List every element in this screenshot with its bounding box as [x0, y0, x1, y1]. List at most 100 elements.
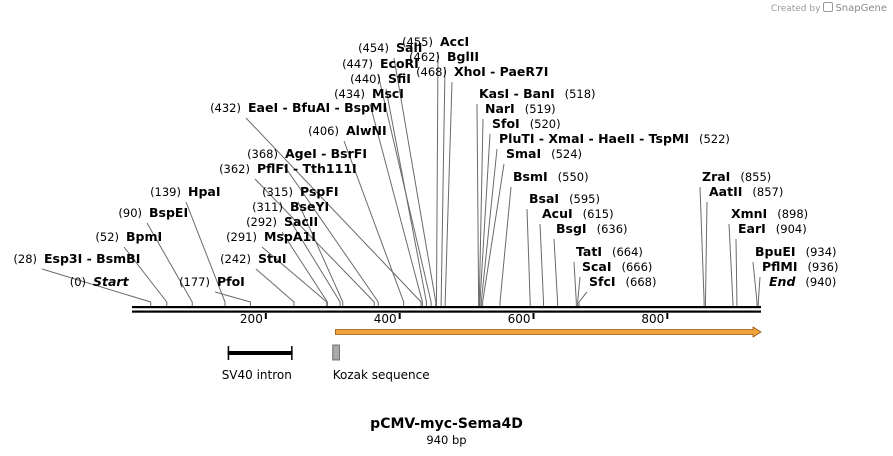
site-position-kasi-bani: (518)	[565, 87, 596, 101]
site-position-sfoi: (520)	[530, 117, 561, 131]
site-position-bspei: (90)	[118, 206, 142, 220]
site-position-bsai: (595)	[569, 192, 600, 206]
site-names-pspfi: PspFI	[300, 184, 339, 199]
site-name-alwni: AlwNI	[346, 123, 387, 138]
leader-pluti-xmai-haeii-tspmi	[480, 148, 498, 306]
map-subtitle: 940 bp	[426, 433, 467, 447]
site-position-mspa1i: (291)	[226, 230, 257, 244]
leader-eaei-bfuai-bspmi	[245, 117, 422, 306]
site-names-pfoi: PfoI	[217, 274, 245, 289]
site-position-aatii: (857)	[752, 185, 783, 199]
site-label-start: (0)	[70, 275, 86, 289]
site-names-acci: AccI	[440, 34, 469, 49]
site-label-bpuei: BpuEI(934)	[755, 244, 837, 259]
site-position-start: (0)	[70, 275, 86, 289]
site-label-mspa1i: (291)	[226, 230, 257, 244]
site-position-ecori: (447)	[342, 57, 373, 71]
site-label-stui: (242)	[220, 252, 251, 266]
site-name-bspmi: - BspMI	[330, 100, 387, 115]
leader-stui	[255, 268, 295, 306]
site-position-bglii: (462)	[409, 50, 440, 64]
site-label-bseyi: (311)	[252, 200, 283, 214]
leader-smai	[482, 163, 505, 306]
site-label-aatii: AatII(857)	[709, 184, 783, 199]
site-name-msci: MscI	[372, 86, 404, 101]
site-name-bglii: BglII	[447, 49, 479, 64]
site-label-xhoi-paer7i: (468)	[416, 65, 447, 79]
feature-sv40-intron-right-cap	[291, 346, 293, 360]
backbone-strand-top	[132, 306, 761, 309]
site-position-hpai: (139)	[150, 185, 181, 199]
site-position-stui: (242)	[220, 252, 251, 266]
leader-xmni	[728, 223, 734, 306]
site-name-bsrfi: - BsrFI	[317, 146, 367, 161]
site-label-pspfi: (315)	[262, 185, 293, 199]
ruler-label-200: 200	[240, 312, 263, 326]
site-position-pflfi-tth111i: (362)	[219, 162, 250, 176]
site-name-bsgi: BsgI	[556, 221, 587, 236]
backbone-strand-bottom	[132, 310, 761, 313]
site-position-pfoi: (177)	[179, 275, 210, 289]
ruler-label-400: 400	[374, 312, 397, 326]
leader-eari	[735, 238, 738, 306]
site-names-msci: MscI	[372, 86, 404, 101]
leader-hpai	[185, 201, 226, 306]
site-label-end: End(940)	[769, 274, 836, 289]
leader-bseyi	[287, 216, 341, 306]
leader-pfoi	[214, 291, 251, 306]
site-name-tspmi: - TspMI	[635, 131, 689, 146]
site-name-xmai: - XmaI	[535, 131, 585, 146]
site-names-sacii: SacII	[284, 214, 318, 229]
site-names-esp3i-bsmbi: Esp3I - BsmBI	[44, 251, 140, 266]
site-position-eaei-bfuai-bspmi: (432)	[210, 101, 241, 115]
feature-label-sv40-intron: SV40 intron	[222, 368, 292, 382]
site-names-alwni: AlwNI	[346, 123, 387, 138]
site-name-smai: SmaI	[506, 146, 541, 161]
site-position-pspfi: (315)	[262, 185, 293, 199]
leader-kasi-bani	[476, 103, 480, 306]
credit-prefix: Created by	[770, 4, 821, 14]
site-label-zrai: ZraI(855)	[702, 169, 771, 184]
site-name-xmni: XmnI	[731, 206, 767, 221]
leader-agei-bsrfi	[282, 163, 379, 306]
site-names-mspa1i: MspA1I	[264, 229, 316, 244]
site-label-ecori: (447)	[342, 57, 373, 71]
site-label-acui: AcuI(615)	[542, 206, 614, 221]
site-label-pflmi: PflMI(936)	[762, 259, 838, 274]
site-name-bpmi: BpmI	[126, 229, 162, 244]
leader-alwni	[343, 140, 405, 306]
site-label-eaei-bfuai-bspmi: (432)	[210, 101, 241, 115]
site-name-zrai: ZraI	[702, 169, 730, 184]
site-position-scai: (666)	[622, 260, 653, 274]
leader-pflmi	[757, 276, 761, 306]
leader-sacii	[281, 231, 328, 306]
leader-zrai	[699, 186, 705, 306]
site-label-bsgi: BsgI (636)	[556, 221, 628, 236]
site-position-agei-bsrfi: (368)	[247, 147, 278, 161]
leader-bpmi	[123, 246, 168, 306]
site-name-bsmbi: - BsmBI	[82, 251, 140, 266]
ruler-label-600: 600	[508, 312, 531, 326]
site-name-start: Start	[93, 274, 130, 289]
site-name-hpai: HpaI	[188, 184, 221, 199]
site-label-esp3i-bsmbi: (28)	[13, 252, 37, 266]
site-names-sali: SalI	[396, 40, 422, 55]
leader-pspfi	[297, 201, 344, 306]
site-names-agei-bsrfi: AgeI - BsrFI	[285, 146, 367, 161]
leader-esp3i-bsmbi	[41, 268, 152, 306]
site-position-xhoi-paer7i: (468)	[416, 65, 447, 79]
site-name-ecori: EcoRI	[380, 56, 419, 71]
site-position-bsgi: (636)	[597, 222, 628, 236]
site-position-tati: (664)	[612, 245, 643, 259]
site-label-sfoi: SfoI(520)	[492, 116, 561, 131]
site-label-acci: (455)	[402, 35, 433, 49]
site-name-acci: AccI	[440, 34, 469, 49]
site-name-tati: TatI	[576, 244, 602, 259]
leader-bspei	[146, 222, 193, 306]
site-position-sali: (454)	[358, 41, 389, 55]
site-names-pflfi-tth111i: PflFI - Tth111I	[257, 161, 357, 176]
site-position-eari: (904)	[776, 222, 807, 236]
site-name-mspa1i: MspA1I	[264, 229, 316, 244]
site-label-pfoi: (177)	[179, 275, 210, 289]
site-label-scai: ScaI(666)	[582, 259, 652, 274]
